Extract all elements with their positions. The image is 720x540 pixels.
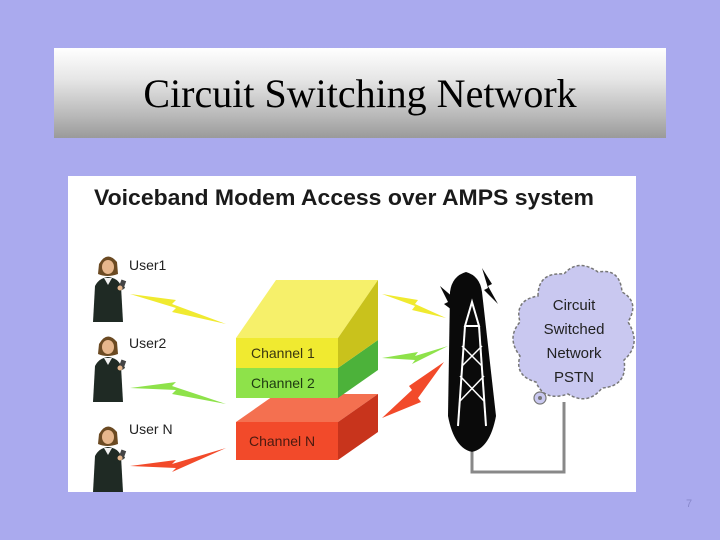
lightning-bolt-user2 xyxy=(130,382,226,404)
lightning-bolt-ch1 xyxy=(382,294,446,318)
lightning-bolt-usern xyxy=(130,448,226,472)
user-n: User N xyxy=(93,421,173,492)
person-icon xyxy=(93,256,127,322)
cloud-label-line: Switched xyxy=(544,321,605,338)
channel-label: Channel 2 xyxy=(251,375,315,391)
cloud-label-line: Network xyxy=(546,345,602,362)
pstn-cloud-icon xyxy=(512,264,635,405)
lightning-bolt-user1 xyxy=(130,294,226,324)
user-2: User2 xyxy=(93,335,167,402)
channel-1-block: Channel 1 xyxy=(236,280,378,368)
channel-label: Channel 1 xyxy=(251,345,315,361)
diagram-canvas: Voiceband Modem Access over AMPS system … xyxy=(93,185,635,492)
user-label: User N xyxy=(129,421,173,437)
cloud-label-line: PSTN xyxy=(554,369,594,386)
user-label: User1 xyxy=(129,257,167,273)
antenna-tower-icon xyxy=(440,268,498,452)
modem-access-diagram: Voiceband Modem Access over AMPS system … xyxy=(68,176,636,492)
lightning-bolt-chn xyxy=(382,362,444,418)
pstn-link-line xyxy=(470,402,566,474)
user-1: User1 xyxy=(93,256,167,322)
page-number: 7 xyxy=(686,498,693,510)
cloud-label-line: Circuit xyxy=(553,297,596,314)
person-icon xyxy=(93,336,127,402)
slide-title: Circuit Switching Network xyxy=(143,70,577,116)
lightning-bolt-ch2 xyxy=(382,346,448,364)
channel-2-block: Channel 2 xyxy=(236,340,378,398)
user-label: User2 xyxy=(129,335,167,351)
channel-label: Channel N xyxy=(249,433,315,449)
figure-heading: Voiceband Modem Access over AMPS system xyxy=(94,185,594,210)
title-bar: Circuit Switching Network xyxy=(54,48,666,138)
person-icon xyxy=(93,426,127,492)
channel-n-block: Channel N xyxy=(236,394,378,460)
